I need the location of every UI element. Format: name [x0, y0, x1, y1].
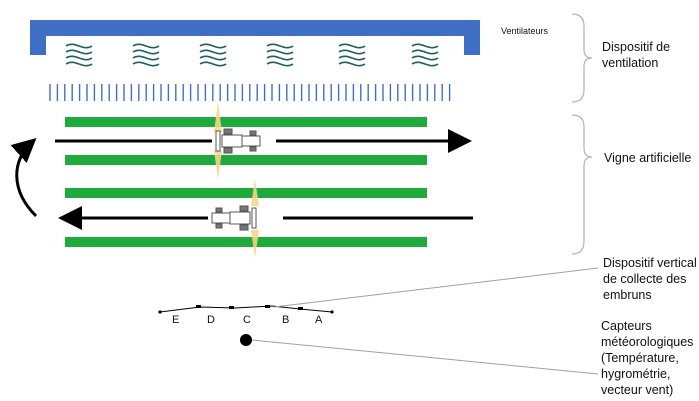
vine-rows [65, 117, 427, 247]
airflow-arrows [49, 84, 451, 101]
spray-cone [214, 150, 222, 180]
collector-post [196, 305, 201, 308]
u-turn-arrow [10, 137, 38, 218]
collector-post [265, 305, 270, 308]
collector-line [158, 305, 334, 314]
vine-row [65, 237, 427, 247]
ventilation-frame [30, 20, 480, 55]
leader-line-collector [273, 267, 599, 308]
fan-icon [411, 43, 439, 67]
vine-row [65, 117, 427, 127]
spray-cone [214, 102, 222, 132]
collector-post [229, 306, 234, 309]
sensor-letter-b: B [282, 314, 290, 326]
weather-sensors-label: Capteurs météorologiques (Température, h… [601, 319, 694, 397]
fan-icon [199, 43, 227, 67]
leader-line-sensor [251, 339, 599, 375]
collector-post [298, 307, 303, 310]
collector-end-dot [158, 310, 162, 314]
fans-label: Ventilateurs [501, 26, 549, 36]
sensor-letter-e: E [172, 314, 180, 326]
leader-lines [251, 267, 599, 375]
ventilation-device-label: Dispositif de ventilation [602, 40, 671, 70]
artificial-vine-label: Vigne artificielle [604, 151, 692, 165]
vertical-collector-label: Dispositif vertical de collecte des embr… [603, 256, 697, 302]
tractor-icon [215, 128, 261, 154]
weather-sensor-dot [240, 334, 252, 346]
tractor-icon [211, 205, 257, 231]
fan-icon [266, 43, 294, 67]
fan-icon [65, 43, 93, 67]
sensor-letter-d: D [207, 314, 215, 326]
sensor-letter-a: A [315, 314, 323, 326]
spray-cone [251, 179, 259, 206]
fan-icon [338, 43, 366, 67]
travel-arrows [10, 129, 473, 230]
fans-row [65, 43, 439, 67]
spray-cones [214, 102, 259, 258]
brace-vine [571, 114, 593, 255]
spray-cone [251, 230, 259, 258]
fan-icon [132, 43, 160, 67]
sensor-letter-c: C [243, 314, 251, 326]
brace-ventilation [571, 13, 593, 103]
collector-end-dot [330, 310, 334, 314]
vine-row [65, 188, 427, 198]
braces [571, 13, 593, 255]
vine-row [65, 155, 427, 165]
